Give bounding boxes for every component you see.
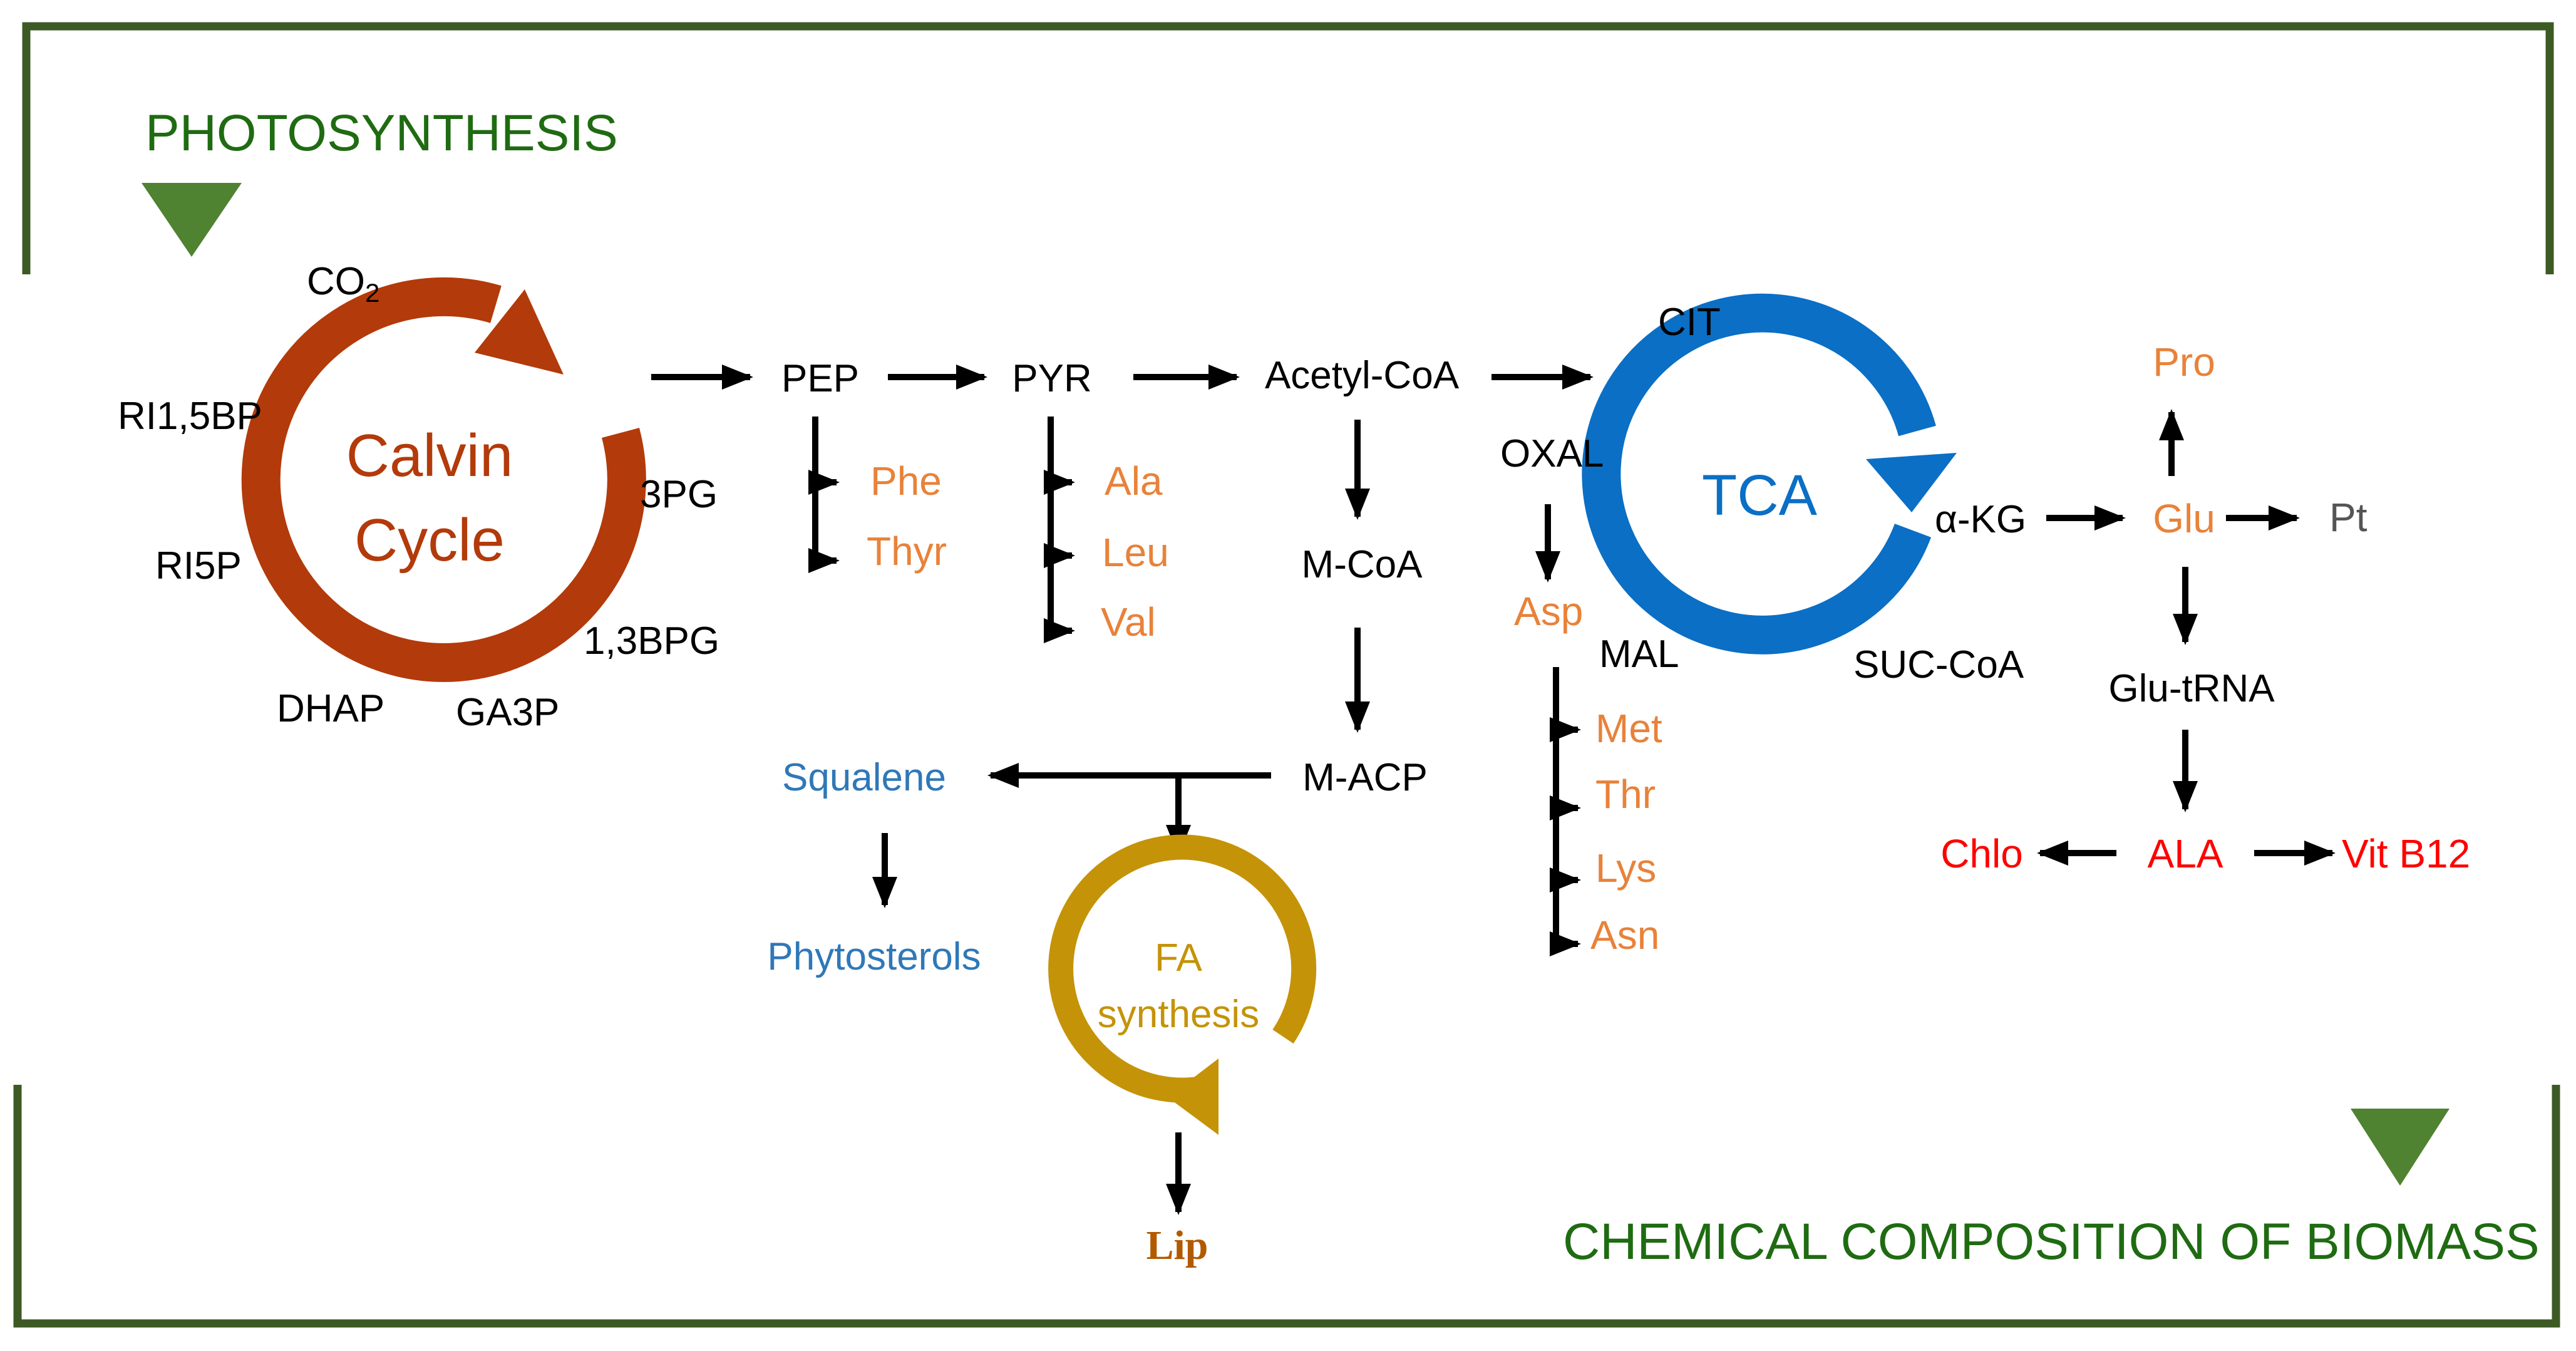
asn-label: Asn xyxy=(1590,913,1659,958)
r5p-label: RI5P xyxy=(155,544,242,588)
leu-label: Leu xyxy=(1102,530,1169,575)
phytosterols-label: Phytosterols xyxy=(767,935,981,978)
tca-cycle: TCA xyxy=(1582,293,1957,655)
fa-ring xyxy=(1048,834,1317,1103)
fa-title-1: FA xyxy=(1155,936,1202,980)
fa-arrowhead-icon xyxy=(1168,1059,1218,1135)
frame xyxy=(13,22,2560,1328)
vit-b12-label: Vit B12 xyxy=(2342,831,2470,876)
ala-label: Ala xyxy=(1105,458,1163,504)
photosynthesis-heading: PHOTOSYNTHESIS xyxy=(145,105,618,162)
down-triangle-icon xyxy=(142,183,242,257)
glu-label: Glu xyxy=(2153,496,2215,541)
frame-top xyxy=(22,22,2554,274)
suc-coa-label: SUC-CoA xyxy=(1853,643,2024,686)
tca-arrowhead-icon xyxy=(1866,453,1957,512)
fa-synthesis-cycle: FA synthesis xyxy=(1048,834,1317,1135)
thr-label: Thr xyxy=(1595,772,1656,817)
asp-label: Asp xyxy=(1514,589,1583,634)
pt-label: Pt xyxy=(2329,495,2367,540)
squalene-label: Squalene xyxy=(782,756,946,799)
tca-title: TCA xyxy=(1702,463,1818,527)
ga3p-label: GA3P xyxy=(456,691,559,734)
pro-label: Pro xyxy=(2153,339,2215,385)
co2-label: CO2 xyxy=(307,260,379,308)
ala-precursor-label: ALA xyxy=(2148,831,2223,876)
mal-label: MAL xyxy=(1599,633,1679,676)
3pg-label: 3PG xyxy=(640,473,718,516)
calvin-title-2: Cycle xyxy=(354,507,505,574)
pep-label: PEP xyxy=(781,357,859,400)
tca-ring xyxy=(1582,293,1936,655)
lys-label: Lys xyxy=(1595,846,1656,891)
frame-bottom xyxy=(13,1085,2560,1328)
r15bp-label: RI1,5BP xyxy=(118,395,262,438)
m-acp-label: M-ACP xyxy=(1302,756,1428,799)
akg-label: α-KG xyxy=(1935,498,2026,541)
cit-label: CIT xyxy=(1658,301,1721,344)
calvin-arrowhead-icon xyxy=(475,289,564,375)
biomass-heading: CHEMICAL COMPOSITION OF BIOMASS xyxy=(1563,1213,2540,1270)
pyr-label: PYR xyxy=(1012,357,1091,400)
dhap-label: DHAP xyxy=(277,687,384,730)
acetyl-coa-label: Acetyl-CoA xyxy=(1265,354,1460,397)
oxal-label: OXAL xyxy=(1500,432,1604,475)
val-label: Val xyxy=(1101,599,1156,644)
phe-label: Phe xyxy=(870,458,942,504)
calvin-ring xyxy=(241,277,646,682)
met-label: Met xyxy=(1595,706,1662,751)
co2-subscript: 2 xyxy=(365,278,379,308)
thyr-label: Thyr xyxy=(867,529,947,574)
glu-trna-label: Glu-tRNA xyxy=(2108,667,2275,710)
m-coa-label: M-CoA xyxy=(1302,543,1423,586)
lip-label: Lip xyxy=(1146,1223,1208,1268)
calvin-title-1: Calvin xyxy=(346,422,513,489)
arrows xyxy=(651,365,2336,1215)
13bpg-label: 1,3BPG xyxy=(584,619,719,663)
calvin-cycle: Calvin Cycle CO2 RI1,5BP RI5P 3PG 1,3BPG… xyxy=(118,260,719,734)
chlo-label: Chlo xyxy=(1940,831,2023,876)
down-triangle-icon xyxy=(2351,1109,2450,1186)
fa-title-2: synthesis xyxy=(1098,993,1259,1036)
co2-main: CO xyxy=(307,260,365,303)
